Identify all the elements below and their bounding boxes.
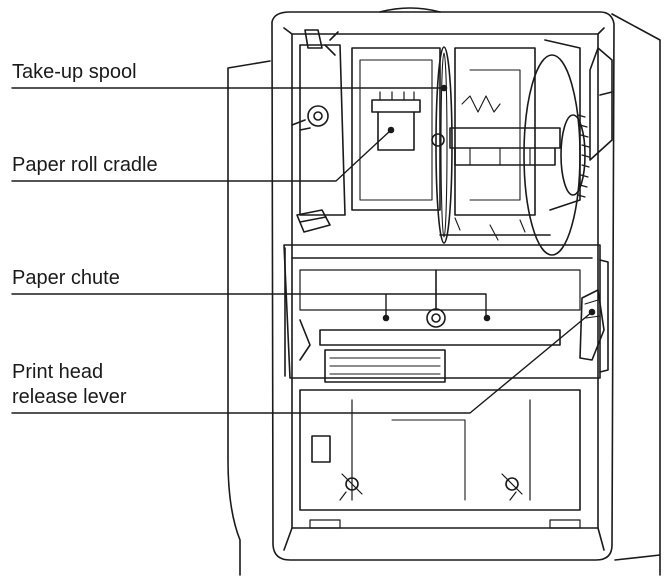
cabinet-back-panel — [227, 60, 271, 576]
label-take-up-spool: Take-up spool — [12, 61, 137, 83]
cabinet-right-edge — [611, 13, 661, 576]
housing-frame — [271, 11, 615, 561]
housing-top-notch — [379, 7, 441, 13]
leader-paper-roll-cradle — [11, 129, 392, 182]
housing-inner-frame — [291, 33, 599, 529]
print-mechanism — [283, 244, 601, 379]
spool-shaft — [449, 127, 561, 149]
large-spool-disc — [523, 54, 581, 256]
print-head-release-lever — [579, 289, 605, 361]
lower-compartment — [299, 389, 581, 511]
bottom-left-screw — [345, 477, 359, 491]
paper-chute-center — [426, 308, 446, 328]
label-print-head-release-lever-line1: Print head — [12, 361, 104, 383]
print-head-bar — [324, 349, 446, 383]
left-knob — [307, 105, 329, 127]
spool-gear — [577, 114, 590, 198]
label-paper-roll-cradle: Paper roll cradle — [12, 154, 158, 176]
label-print-head-release-lever-line2: release lever — [12, 386, 127, 408]
leader-print-head-release-lever — [11, 311, 593, 414]
leader-paper-chute — [11, 293, 487, 319]
left-latch — [296, 209, 331, 233]
label-paper-chute: Paper chute — [12, 267, 120, 289]
paper-roll-cradle — [371, 99, 421, 113]
bottom-right-screw — [505, 477, 519, 491]
